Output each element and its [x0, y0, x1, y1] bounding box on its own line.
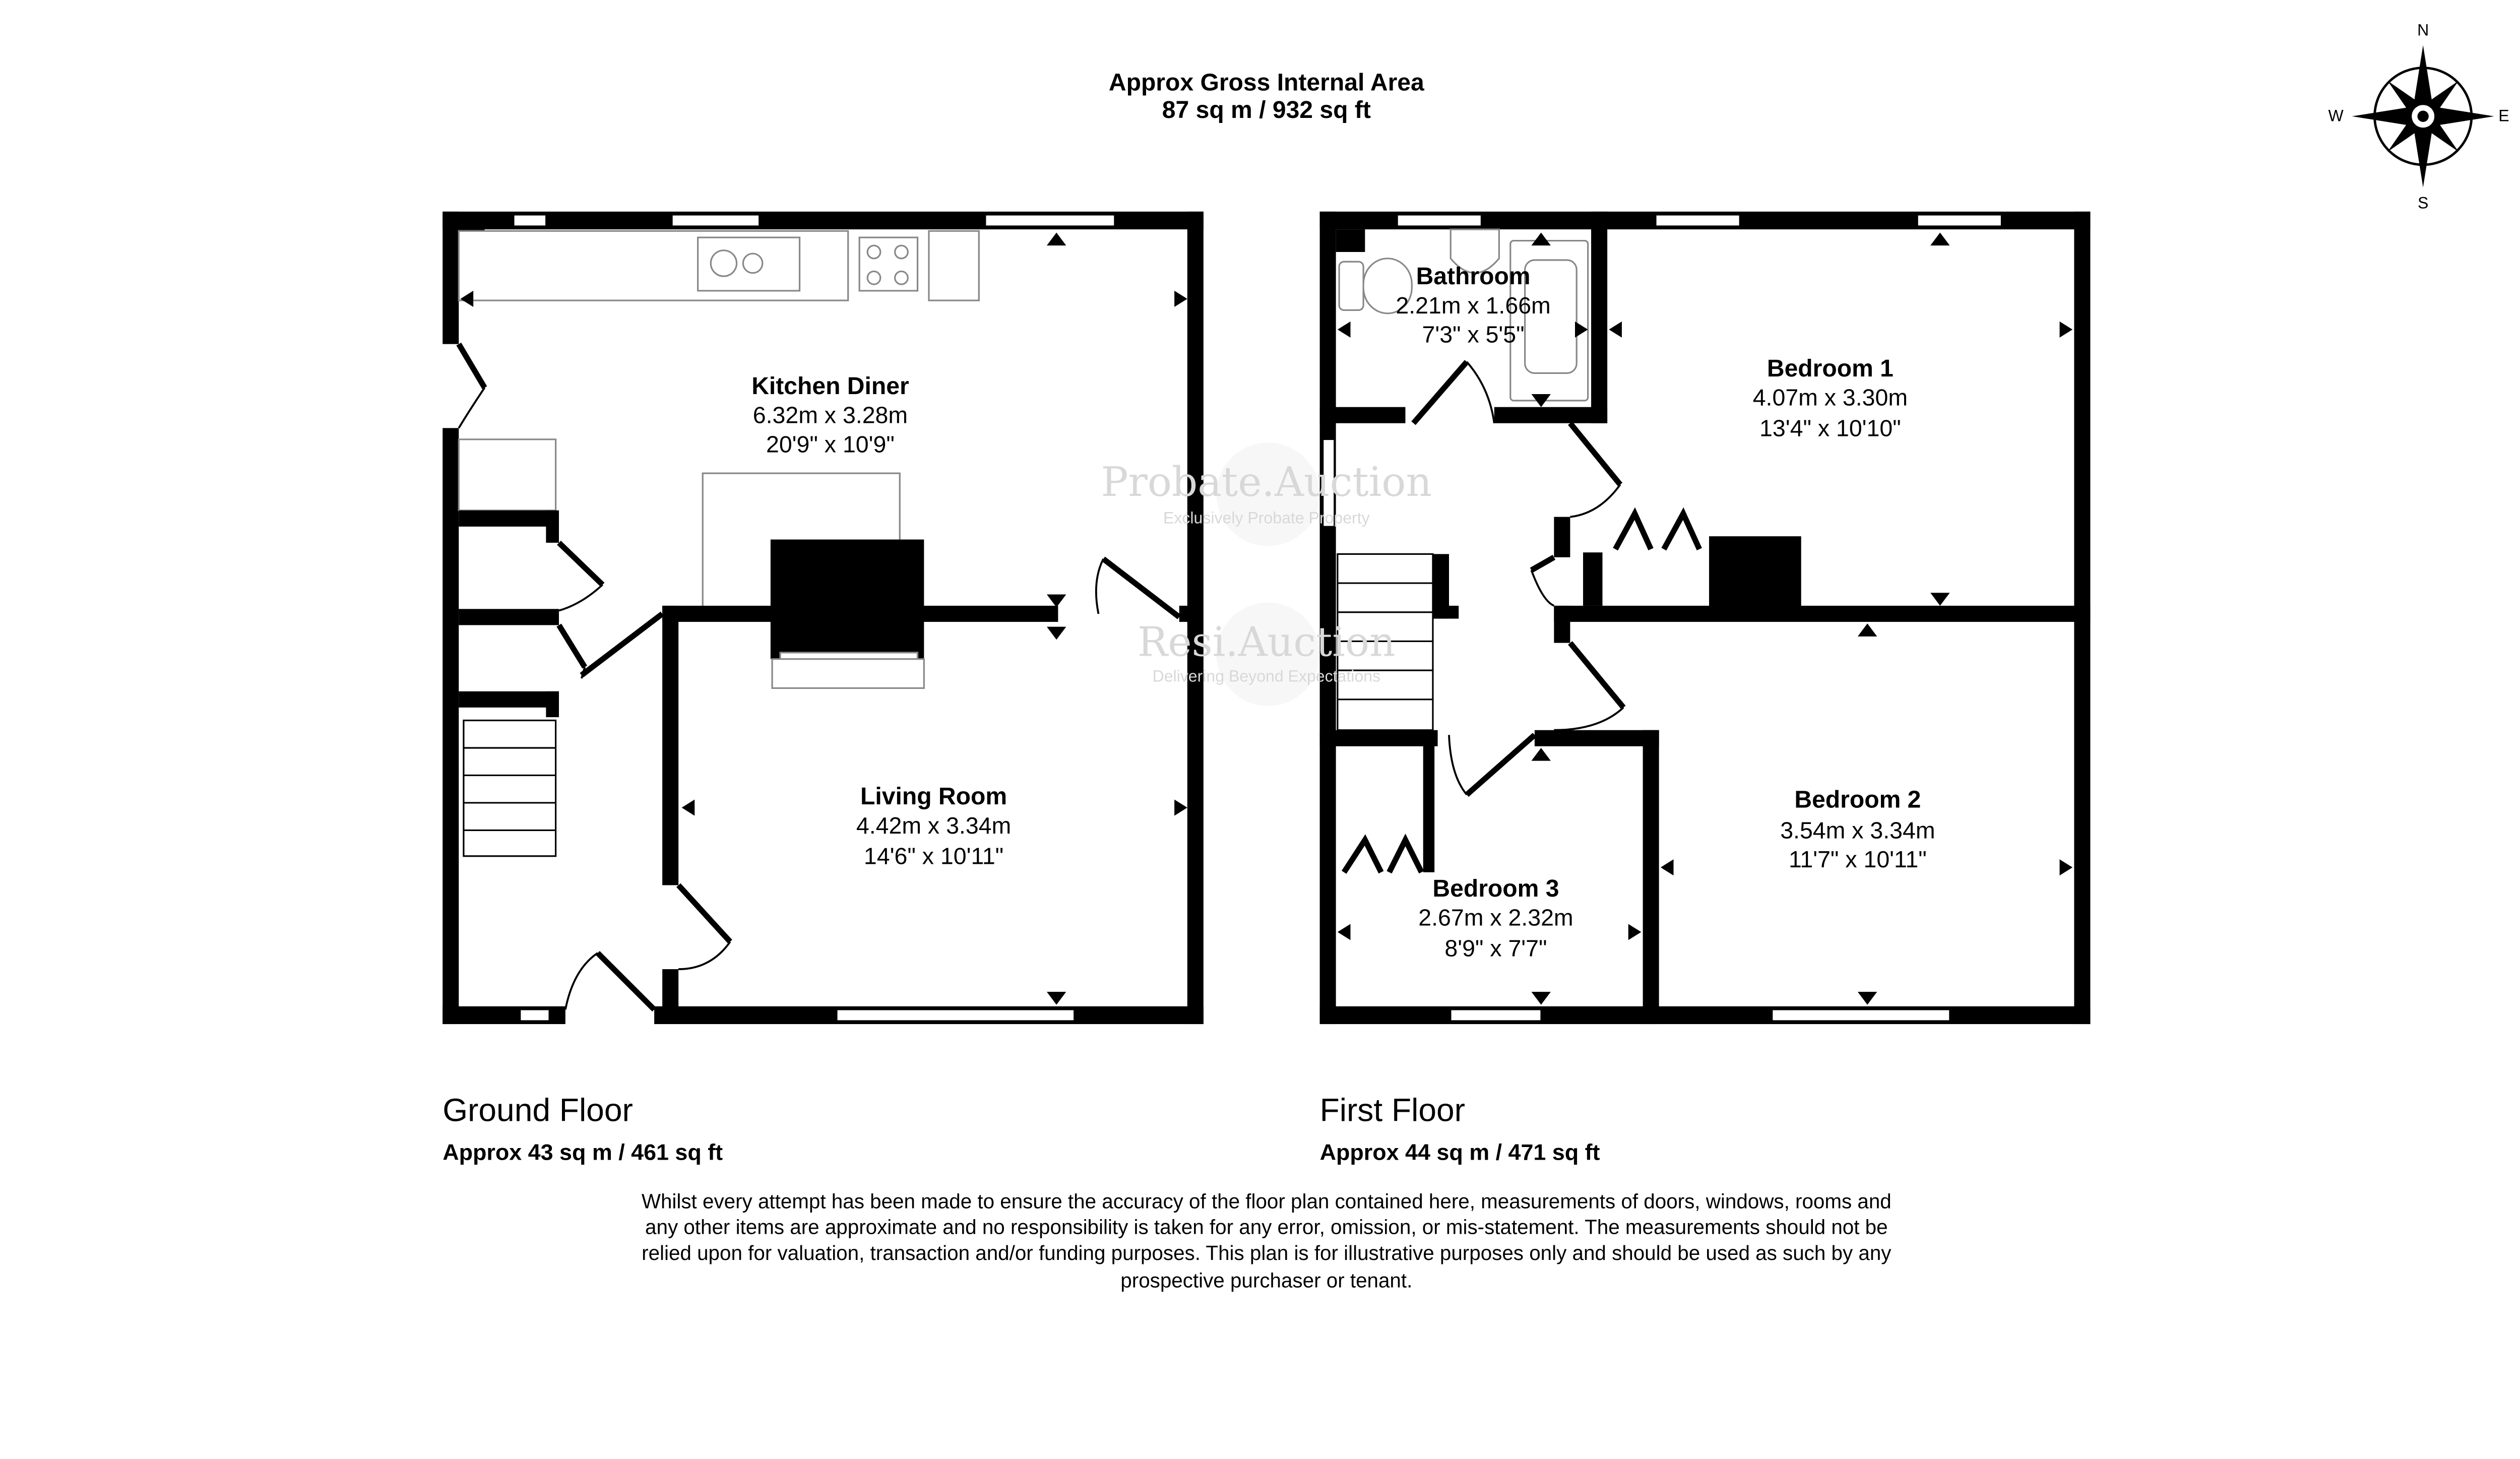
ground-floor-area: Approx 43 sq m / 461 sq ft	[443, 1139, 723, 1165]
compass-n: N	[2417, 21, 2429, 39]
ground-floor-plan: Kitchen Diner 6.32m x 3.28m 20'9" x 10'9…	[443, 211, 1204, 1026]
compass-s: S	[2418, 194, 2428, 212]
compass-w: W	[2328, 106, 2344, 124]
room-name-bathroom: Bathroom	[1416, 263, 1531, 290]
room-metric-kitchen-diner: 6.32m x 3.28m	[753, 402, 908, 428]
disclaimer-line: relied upon for valuation, transaction a…	[642, 1241, 1892, 1264]
room-imperial-living-room: 14'6" x 10'11"	[864, 843, 1003, 869]
disclaimer-line: prospective purchaser or tenant.	[1120, 1268, 1412, 1292]
first-floor-label: First Floor	[1320, 1092, 1465, 1128]
watermark: Probate.Auction Exclusively Probate Prop…	[1101, 459, 1432, 685]
room-name-bedroom-2: Bedroom 2	[1794, 786, 1921, 813]
room-imperial-bedroom-2: 11'7" x 10'11"	[1789, 846, 1927, 872]
watermark-brand-2: Resi.Auction	[1138, 618, 1396, 665]
room-metric-bathroom: 2.21m x 1.66m	[1396, 292, 1550, 319]
room-metric-bedroom-3: 2.67m x 2.32m	[1418, 905, 1573, 931]
room-metric-living-room: 4.42m x 3.34m	[856, 812, 1011, 839]
disclaimer-line: any other items are approximate and no r…	[645, 1216, 1888, 1239]
gross-area-value: 87 sq m / 932 sq ft	[1162, 96, 1371, 123]
first-floor-plan: Bathroom 2.21m x 1.66m 7'3" x 5'5" Bedro…	[1319, 211, 2091, 1025]
compass-e: E	[2498, 106, 2509, 124]
disclaimer: Whilst every attempt has been made to en…	[642, 1189, 1892, 1292]
first-floor-area: Approx 44 sq m / 471 sq ft	[1320, 1139, 1600, 1165]
room-name-kitchen-diner: Kitchen Diner	[751, 372, 909, 400]
room-name-bedroom-3: Bedroom 3	[1432, 875, 1559, 902]
compass-icon: N E S W	[2328, 21, 2509, 212]
watermark-circles	[1216, 442, 1320, 706]
room-metric-bedroom-1: 4.07m x 3.30m	[1753, 384, 1908, 410]
room-imperial-bedroom-1: 13'4" x 10'10"	[1759, 415, 1901, 441]
watermark-brand-1: Probate.Auction	[1101, 459, 1432, 505]
room-imperial-bathroom: 7'3" x 5'5"	[1422, 321, 1524, 347]
disclaimer-line: Whilst every attempt has been made to en…	[642, 1189, 1892, 1213]
room-name-bedroom-1: Bedroom 1	[1767, 355, 1894, 382]
watermark-tagline-1: Exclusively Probate Property	[1163, 509, 1370, 527]
room-imperial-kitchen-diner: 20'9" x 10'9"	[766, 431, 895, 457]
floor-plan: Approx Gross Internal Area 87 sq m / 932…	[443, 21, 2509, 1292]
watermark-tagline-2: Delivering Beyond Expectations	[1153, 667, 1380, 685]
ground-floor-label: Ground Floor	[443, 1092, 633, 1128]
room-name-living-room: Living Room	[860, 783, 1007, 810]
room-imperial-bedroom-3: 8'9" x 7'7"	[1444, 935, 1547, 961]
gross-area-title: Approx Gross Internal Area	[1109, 69, 1425, 96]
room-metric-bedroom-2: 3.54m x 3.34m	[1780, 817, 1935, 843]
